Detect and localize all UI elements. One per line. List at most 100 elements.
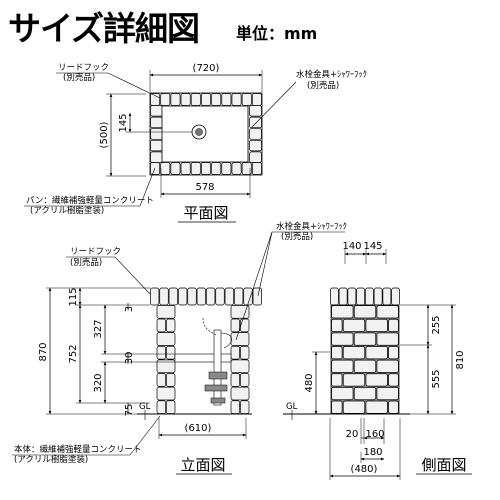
brick bbox=[365, 318, 388, 333]
dim-plan-depth: (500) bbox=[99, 121, 110, 148]
brick bbox=[150, 287, 160, 306]
brick bbox=[342, 318, 366, 333]
brick bbox=[342, 346, 366, 360]
brick bbox=[201, 93, 211, 106]
dim-side-810: 810 bbox=[455, 350, 466, 369]
brick bbox=[249, 116, 262, 129]
brick bbox=[170, 93, 181, 106]
brick bbox=[365, 373, 388, 387]
brick bbox=[180, 162, 191, 175]
brick bbox=[150, 128, 163, 140]
brick bbox=[231, 93, 242, 106]
brick bbox=[150, 93, 161, 106]
brick bbox=[180, 93, 191, 106]
plan-reed-hook-separate: (別売品) bbox=[63, 72, 95, 83]
faucet-valve-icon bbox=[204, 384, 228, 392]
brick bbox=[206, 287, 216, 306]
brick bbox=[190, 93, 201, 106]
brick bbox=[388, 318, 399, 333]
brick bbox=[190, 162, 201, 175]
plan-view: (720) (500) 145 578 リードフック (別売品) 水栓金具+ｼｬ… bbox=[24, 63, 367, 223]
faucet-pipe bbox=[213, 329, 222, 406]
brick bbox=[230, 332, 250, 346]
front-crossbar bbox=[174, 353, 232, 363]
plan-view-title: 平面図 bbox=[183, 204, 228, 222]
dim-plan-inner-width: 578 bbox=[195, 182, 214, 193]
brick bbox=[338, 287, 348, 306]
brick bbox=[168, 287, 178, 306]
brick bbox=[331, 359, 354, 373]
brick bbox=[170, 162, 181, 175]
brick bbox=[356, 287, 365, 306]
side-brick-rim bbox=[330, 287, 400, 306]
brick bbox=[365, 287, 374, 306]
header: サイズ詳細図 単位：mm bbox=[0, 0, 500, 50]
brick bbox=[388, 346, 399, 360]
plan-pan-material: パン：繊維補強軽量コンクリート bbox=[26, 195, 154, 206]
brick bbox=[230, 359, 250, 374]
brick bbox=[166, 345, 176, 360]
dim-side-20: 20 bbox=[346, 429, 359, 440]
brick bbox=[331, 332, 354, 346]
brick bbox=[365, 400, 388, 414]
brick bbox=[221, 93, 232, 106]
brick bbox=[251, 93, 262, 106]
brick bbox=[156, 318, 166, 333]
dim-front-75: 75 bbox=[124, 404, 135, 417]
brick bbox=[150, 105, 163, 117]
brick bbox=[249, 151, 262, 163]
side-view: GL 140 145 水栓金具+ｼｬﾜｰﾌｯｸ (別売品) 255 555 81… bbox=[235, 221, 472, 480]
dim-plan-145: 145 bbox=[118, 113, 129, 132]
brick bbox=[178, 287, 188, 306]
dim-front-320: 320 bbox=[93, 373, 104, 392]
side-gl-label: GL bbox=[286, 402, 298, 412]
brick bbox=[160, 162, 171, 175]
brick bbox=[382, 287, 392, 306]
dim-side-145: 145 bbox=[363, 241, 382, 252]
drain-center-icon bbox=[195, 128, 203, 136]
dim-front-3: 3 bbox=[124, 306, 135, 312]
plan-faucet-separate: (別売品) bbox=[307, 80, 339, 91]
brick bbox=[187, 287, 197, 306]
dim-side-555: 555 bbox=[431, 369, 442, 388]
front-brick-rim bbox=[150, 287, 262, 306]
brick bbox=[230, 305, 250, 319]
brick bbox=[156, 359, 176, 374]
brick bbox=[353, 332, 377, 346]
page-title: サイズ詳細図 bbox=[8, 9, 200, 48]
brick bbox=[251, 162, 262, 175]
brick bbox=[166, 373, 176, 387]
brick bbox=[376, 332, 399, 346]
front-gl-label: GL bbox=[139, 402, 151, 412]
brick bbox=[240, 373, 250, 387]
brick bbox=[331, 387, 354, 401]
brick bbox=[156, 345, 166, 360]
dim-side-255: 255 bbox=[431, 315, 442, 334]
front-view-title: 立面図 bbox=[180, 456, 225, 474]
dim-front-30: 30 bbox=[124, 352, 135, 365]
brick bbox=[196, 287, 206, 306]
brick bbox=[353, 359, 377, 373]
brick bbox=[231, 162, 242, 175]
brick bbox=[230, 400, 240, 414]
brick bbox=[150, 139, 163, 152]
brick bbox=[215, 287, 225, 306]
brick bbox=[376, 359, 399, 373]
brick bbox=[156, 373, 166, 387]
brick bbox=[331, 318, 343, 333]
brick bbox=[156, 386, 176, 401]
dim-side-180: 180 bbox=[363, 447, 382, 458]
brick bbox=[249, 128, 262, 140]
brick bbox=[221, 162, 232, 175]
brick bbox=[347, 287, 357, 306]
brick bbox=[331, 346, 343, 360]
brick bbox=[243, 287, 253, 306]
brick bbox=[376, 387, 399, 401]
front-view: GL 870 115 752 327 320 3 30 75 ( bbox=[12, 247, 262, 475]
brick bbox=[342, 373, 366, 387]
dim-front-width: (610) bbox=[185, 423, 212, 434]
faucet-tap-icon bbox=[208, 371, 228, 380]
brick bbox=[230, 386, 250, 401]
brick bbox=[353, 305, 377, 319]
